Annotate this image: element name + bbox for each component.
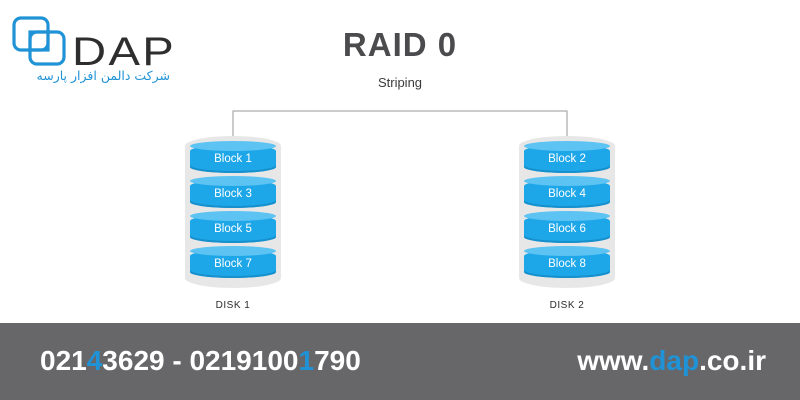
disk-1-block: Block 7 <box>190 246 276 278</box>
disk-1-block: Block 1 <box>190 141 276 173</box>
phone-highlight: 1 <box>298 345 315 376</box>
footer-bar: 02143629 - 02191001790 www.dap.co.ir <box>0 323 800 400</box>
disk-2-block: Block 2 <box>524 141 610 173</box>
disk-1-block: Block 5 <box>190 211 276 243</box>
phone-numbers[interactable]: 02143629 - 02191001790 <box>40 345 361 377</box>
disk-2-block: Block 4 <box>524 176 610 208</box>
disk-2-block: Block 6 <box>524 211 610 243</box>
block-label: Block 2 <box>548 153 586 165</box>
website-suffix: .co.ir <box>699 345 766 376</box>
diagram-subtitle: Striping <box>377 75 423 90</box>
phone-text: 0 <box>282 345 299 376</box>
block-label: Block 3 <box>214 188 252 200</box>
disk-1-label: DISK 1 <box>215 300 251 311</box>
logo-tagline: شرکت دالمن افزار پارسه <box>36 68 170 83</box>
company-logo[interactable]: DAP شرکت دالمن افزار پارسه <box>12 14 174 86</box>
phone-text: 3629 - 021910 <box>102 345 283 376</box>
disk-2-block: Block 8 <box>524 246 610 278</box>
block-label: Block 7 <box>214 258 252 270</box>
diagram-title: RAID 0 <box>342 26 458 63</box>
logo-squares-icon <box>12 16 66 66</box>
block-label: Block 5 <box>214 223 252 235</box>
block-label: Block 8 <box>548 258 586 270</box>
phone-text: 790 <box>314 345 361 376</box>
website-link[interactable]: www.dap.co.ir <box>577 345 766 377</box>
website-prefix: www. <box>577 345 650 376</box>
website-highlight: dap <box>649 345 700 376</box>
disk-2-label: DISK 2 <box>549 300 585 311</box>
block-label: Block 6 <box>548 223 586 235</box>
block-label: Block 1 <box>214 153 252 165</box>
phone-text: 021 <box>40 345 87 376</box>
disk-1-block: Block 3 <box>190 176 276 208</box>
logo-wordmark: DAP <box>72 30 177 74</box>
block-label: Block 4 <box>548 188 586 200</box>
phone-highlight: 4 <box>86 345 103 376</box>
